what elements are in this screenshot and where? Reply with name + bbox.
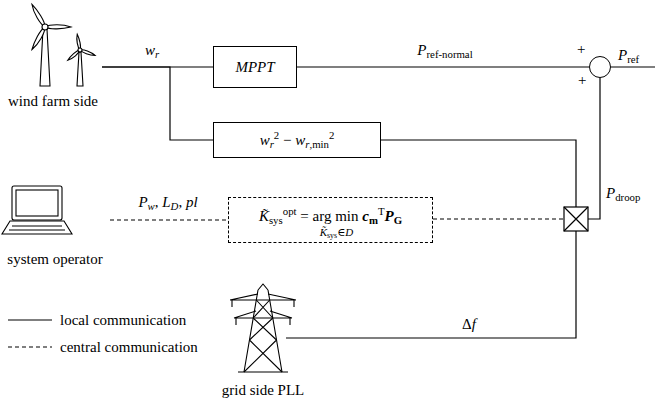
text-part: T bbox=[378, 205, 385, 217]
legend-text: local communication bbox=[60, 311, 186, 329]
tower-arm bbox=[230, 294, 296, 300]
multiplier-symbol bbox=[564, 207, 588, 231]
text-part: P bbox=[606, 185, 615, 201]
turbine-hub bbox=[78, 48, 82, 52]
text-part: arg min bbox=[313, 208, 359, 224]
central-wire bbox=[433, 218, 564, 219]
node-text: grid side PLL bbox=[222, 381, 305, 399]
process-box: MPPT bbox=[213, 46, 297, 88]
central-link bbox=[110, 219, 228, 220]
turbine-blade bbox=[45, 25, 71, 29]
text-part: 2 bbox=[274, 129, 279, 141]
text-part: , bbox=[155, 194, 163, 210]
signal-wire bbox=[286, 231, 576, 338]
multiplier-box bbox=[564, 207, 588, 231]
wind-turbines bbox=[30, 4, 95, 86]
text-part: MPPT bbox=[235, 59, 274, 75]
signal-name: Pref-normal bbox=[417, 41, 472, 63]
text-part: r bbox=[155, 48, 159, 60]
text-part: D bbox=[345, 226, 353, 238]
local-link bbox=[102, 67, 213, 140]
text-part: w bbox=[145, 42, 155, 58]
node-text: K̃sysopt = arg min cmTPG bbox=[259, 202, 402, 229]
text-part: sys bbox=[269, 214, 283, 226]
wind-farm-node: wind farm side bbox=[4, 2, 102, 110]
multiplier-cross bbox=[564, 207, 588, 231]
text-part: droop bbox=[615, 191, 640, 203]
text-part: G bbox=[394, 214, 402, 226]
node-text: wind farm side bbox=[8, 92, 98, 110]
laptop-keys bbox=[9, 226, 65, 230]
text-part: 2 bbox=[329, 129, 334, 141]
legend-line-dashed bbox=[8, 346, 52, 347]
text-part: L bbox=[162, 194, 170, 210]
optimization-box: K̃sysopt = arg min cmTPGK̃sys∈D bbox=[228, 197, 433, 243]
text-part: pl bbox=[186, 194, 198, 210]
legend-text: central communication bbox=[60, 338, 198, 356]
laptop-display bbox=[16, 190, 58, 216]
text-part: ref bbox=[627, 53, 639, 65]
text-part: f bbox=[472, 316, 476, 332]
text-part: − bbox=[279, 132, 295, 148]
turbine-tower bbox=[77, 52, 83, 86]
text-part: w bbox=[295, 132, 305, 148]
text-part: P bbox=[138, 194, 147, 210]
text-part: K̃ bbox=[259, 208, 269, 224]
text-part: P bbox=[385, 208, 394, 224]
text-part: = bbox=[297, 208, 313, 224]
legend-samples bbox=[8, 320, 52, 347]
sign-label: + bbox=[578, 71, 586, 89]
process-box: wr2 − wr,min2 bbox=[213, 122, 381, 158]
node-text: MPPT bbox=[235, 58, 274, 76]
text-part: sys bbox=[327, 231, 337, 240]
tower-arm bbox=[234, 311, 292, 318]
legend-line-solid bbox=[8, 319, 52, 320]
turbine-rotor bbox=[30, 4, 71, 51]
operator-node: system operator bbox=[0, 182, 110, 268]
sign-label: + bbox=[577, 40, 585, 58]
text-part: opt bbox=[283, 205, 297, 217]
text-part: , bbox=[178, 194, 186, 210]
text-part: ,min bbox=[309, 139, 329, 151]
signal-name: Pw, LD, pl bbox=[138, 193, 197, 215]
text-part: Δ bbox=[462, 316, 472, 332]
turbine-rotor bbox=[67, 34, 96, 61]
text-part: ∈ bbox=[337, 226, 345, 238]
sum-junction: ++ bbox=[589, 56, 611, 78]
laptop-screen bbox=[12, 186, 62, 220]
text-part: r bbox=[270, 139, 274, 151]
text-part: P bbox=[417, 42, 426, 58]
laptop-icon bbox=[2, 186, 72, 234]
tower-legs bbox=[244, 284, 282, 372]
text-part: ref-normal bbox=[427, 48, 473, 60]
text-part: D bbox=[171, 200, 179, 212]
signal-wire bbox=[588, 78, 600, 219]
transmission-tower bbox=[230, 284, 296, 372]
node-text: wr2 − wr,min2 bbox=[260, 126, 335, 153]
text-part: K̃ bbox=[320, 226, 327, 238]
tower-insulators bbox=[232, 300, 294, 325]
grid-node: grid side PLL bbox=[205, 285, 321, 399]
text-part: c bbox=[362, 208, 369, 224]
signal-wire bbox=[611, 66, 655, 67]
text-part: w bbox=[260, 132, 270, 148]
text-part: P bbox=[618, 47, 627, 63]
laptop-base bbox=[2, 221, 72, 234]
tower-bracing bbox=[244, 300, 282, 372]
signal-name: Pref bbox=[618, 46, 639, 68]
signal-name: Pdroop bbox=[606, 184, 640, 206]
text-part bbox=[358, 208, 362, 224]
node-text: system operator bbox=[7, 250, 102, 268]
turbine-hub bbox=[42, 24, 48, 30]
text-part: m bbox=[369, 214, 378, 226]
text-part: r bbox=[305, 139, 309, 151]
text-part: w bbox=[148, 200, 155, 212]
signal-name: Δf bbox=[462, 315, 476, 333]
signal-name: wr bbox=[145, 41, 159, 63]
node-text: K̃sys∈D bbox=[320, 226, 354, 242]
tower-base bbox=[238, 371, 288, 372]
local-link bbox=[297, 66, 589, 67]
